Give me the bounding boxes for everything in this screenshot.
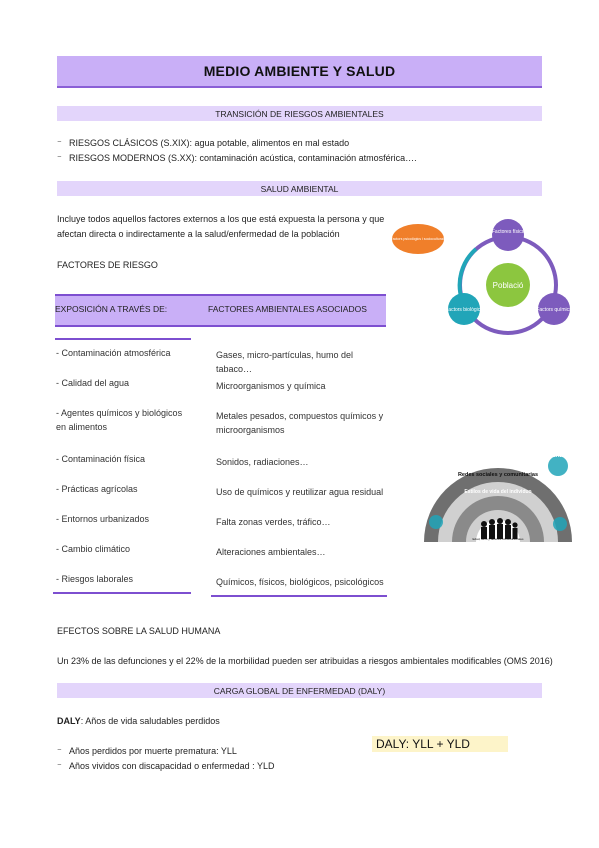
center-node bbox=[486, 263, 530, 307]
section-heading-transicion: TRANSICIÓN DE RIESGOS AMBIENTALES bbox=[57, 106, 542, 121]
table-row-left: - Prácticas agrícolas bbox=[56, 484, 138, 494]
node-outer-left-label: Factors psicològics i socioculturals bbox=[390, 237, 445, 241]
page-title: MEDIO AMBIENTE Y SALUD bbox=[57, 56, 542, 88]
arc-inner-label: Estilos de vida del individuo bbox=[464, 489, 531, 495]
node-left-label: Factors biològics bbox=[445, 307, 483, 313]
paragraph-line-1: Incluye todos aquellos factores externos… bbox=[57, 214, 385, 224]
node-factores-quimicos bbox=[538, 293, 570, 325]
people-silhouette-icon bbox=[481, 518, 518, 539]
table-col1-bottom-rule bbox=[53, 592, 191, 594]
table-row-right: Metales pesados, compuestos químicos y m… bbox=[216, 411, 384, 435]
efectos-heading: EFECTOS SOBRE LA SALUD HUMANA bbox=[57, 626, 221, 636]
dash-icon: ⁻ bbox=[57, 761, 62, 771]
node-factores-fisicos bbox=[492, 219, 524, 251]
bullet-yld: ⁻Años vividos con discapacidad o enferme… bbox=[57, 759, 274, 774]
node-top-label: Factores físics bbox=[492, 229, 525, 235]
arc-outer-label: Condiciones socioeconómicas, culturales … bbox=[424, 453, 572, 459]
table-header-col1: EXPOSICIÓN A TRAVÉS DE: bbox=[55, 304, 168, 314]
table-row-right: Uso de químicos y reutilizar agua residu… bbox=[216, 487, 384, 497]
table-row-right: Falta zonas verdes, tráfico… bbox=[216, 517, 331, 527]
table-row-left: - Calidad del agua bbox=[56, 378, 130, 388]
daly-definition: DALY: Años de vida saludables perdidos bbox=[57, 714, 220, 728]
table-row-left: - Cambio climático bbox=[56, 544, 131, 554]
daly-term: DALY bbox=[57, 716, 81, 726]
dash-icon: ⁻ bbox=[57, 153, 62, 163]
paragraph-line-2: afectan directa o indirectamente a la sa… bbox=[57, 229, 340, 239]
table-row-right: Alteraciones ambientales… bbox=[216, 547, 326, 557]
table-row-left: - Contaminación atmosférica bbox=[56, 348, 171, 358]
table-col1-top-rule bbox=[55, 338, 191, 340]
efectos-text: Un 23% de las defunciones y el 22% de la… bbox=[57, 656, 553, 666]
table-row-right: Sonidos, radiaciones… bbox=[216, 457, 309, 467]
bullet-yll: ⁻Años perdidos por muerte prematura: YLL bbox=[57, 744, 237, 759]
node-right-label: Factors químics bbox=[536, 307, 572, 313]
node-factores-psicologicos bbox=[392, 224, 444, 254]
node-factores-biologicos bbox=[448, 293, 480, 325]
table-row-left: - Entornos urbanizados bbox=[56, 514, 150, 524]
factores-cycle-diagram: Població Factores físics Factors químics… bbox=[390, 219, 572, 335]
table-row-right: Microorganismos y química bbox=[216, 381, 326, 391]
table-row-left: - Contaminación física bbox=[56, 454, 146, 464]
bullet-riesgos-clasicos: ⁻RIESGOS CLÁSICOS (S.XIX): agua potable,… bbox=[57, 136, 349, 151]
arc-core-label: Edad, sexo y factores constitucionales bbox=[472, 537, 524, 541]
arc-middle-label: Redes sociales y comunitarias bbox=[458, 472, 538, 478]
dash-icon: ⁻ bbox=[57, 746, 62, 756]
table-header: EXPOSICIÓN A TRAVÉS DE: FACTORES AMBIENT… bbox=[55, 294, 386, 327]
section-heading-salud-ambiental: SALUD AMBIENTAL bbox=[57, 181, 542, 196]
table-header-col2: FACTORES AMBIENTALES ASOCIADOS bbox=[208, 304, 367, 314]
section-heading-carga-global: CARGA GLOBAL DE ENFERMEDAD (DALY) bbox=[57, 683, 542, 698]
center-node-label: Població bbox=[493, 281, 524, 290]
determinants-rainbow-diagram: Condiciones socioeconómicas, culturales … bbox=[424, 453, 572, 542]
table-row-right: Gases, micro-partículas, humo del tabaco… bbox=[216, 350, 354, 374]
table-row-left: - Riesgos laborales bbox=[56, 574, 134, 584]
table-col2-bottom-rule bbox=[211, 595, 387, 597]
table-row-left: - Agentes químicos y biológicos en alime… bbox=[56, 408, 183, 432]
daly-definition-text: : Años de vida saludables perdidos bbox=[80, 716, 220, 726]
dash-icon: ⁻ bbox=[57, 138, 62, 148]
table-row-right: Químicos, físicos, biológicos, psicológi… bbox=[216, 577, 384, 587]
bullet-riesgos-modernos: ⁻RIESGOS MODERNOS (S.XX): contaminación … bbox=[57, 151, 417, 166]
factores-riesgo-label: FACTORES DE RIESGO bbox=[57, 260, 158, 270]
daly-formula: DALY: YLL + YLD bbox=[372, 736, 508, 752]
